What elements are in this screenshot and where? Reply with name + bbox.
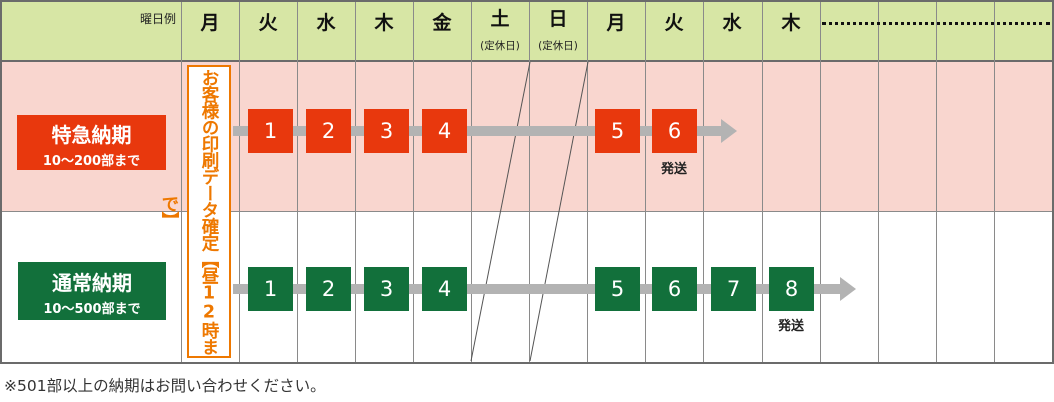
grid-line [355,2,356,362]
express-row [2,62,1052,212]
day-sun: 日 [548,8,568,30]
express-ship-label: 発送 [660,162,687,177]
table-frame [0,0,1054,364]
day-thu-2: 木 [781,12,801,34]
standard-step: 3 [364,267,409,311]
express-label: 特急納期 10〜200部まで [17,115,166,170]
grid-line [703,2,704,362]
express-arrow-line [233,126,723,136]
arrow-head-icon [840,277,856,301]
grid-line [529,2,530,362]
standard-step: 5 [595,267,640,311]
weekday-example-label: 曜日例 [139,12,176,26]
day-wed: 水 [316,12,336,34]
express-step: 5 [595,109,640,153]
grid-line [181,2,182,362]
day-wed-2: 水 [722,12,742,34]
slash-line [529,61,589,362]
express-subtitle: 10〜200部まで [42,154,141,169]
standard-label: 通常納期 10〜500部まで [18,262,166,320]
closed-day-label: (定休日) [480,40,520,52]
grid-line [878,2,879,362]
grid-line [820,2,821,362]
arrow-head-icon [721,119,737,143]
standard-subtitle: 10〜500部まで [43,302,141,317]
closed-day-label: (定休日) [538,40,578,52]
standard-step: 7 [711,267,756,311]
day-thu: 木 [374,12,394,34]
grid-line [936,2,937,362]
standard-title: 通常納期 [52,271,132,295]
express-title: 特急納期 [51,123,132,147]
slash-line [470,61,531,362]
continuation-dotted-line [822,22,1050,25]
standard-step: 1 [248,267,293,311]
day-sat: 土 [490,8,510,30]
day-mon: 月 [200,12,220,34]
standard-step: 6 [652,267,697,311]
grid-line [994,2,995,362]
standard-arrow-line [233,284,841,294]
day-tue-2: 火 [664,12,684,34]
express-step: 3 [364,109,409,153]
standard-step: 8 [769,267,814,311]
express-step: 6 [652,109,697,153]
grid-line [413,2,414,362]
day-fri: 金 [432,12,452,34]
data-cutoff-note: お客様の印刷データ確定【昼12時まで】 [159,65,231,358]
express-step: 4 [422,109,467,153]
day-mon-2: 月 [606,12,626,34]
header-row [2,2,1052,62]
express-step: 1 [248,109,293,153]
footnote: ※501部以上の納期はお問い合わせください。 [4,377,326,395]
standard-ship-label: 発送 [777,319,804,334]
standard-step: 4 [422,267,467,311]
grid-line [587,2,588,362]
grid-line [239,2,240,362]
grid-line [645,2,646,362]
grid-line [762,2,763,362]
grid-line [297,2,298,362]
day-tue: 火 [258,12,278,34]
grid-line [471,2,472,362]
express-step: 2 [306,109,351,153]
standard-step: 2 [306,267,351,311]
